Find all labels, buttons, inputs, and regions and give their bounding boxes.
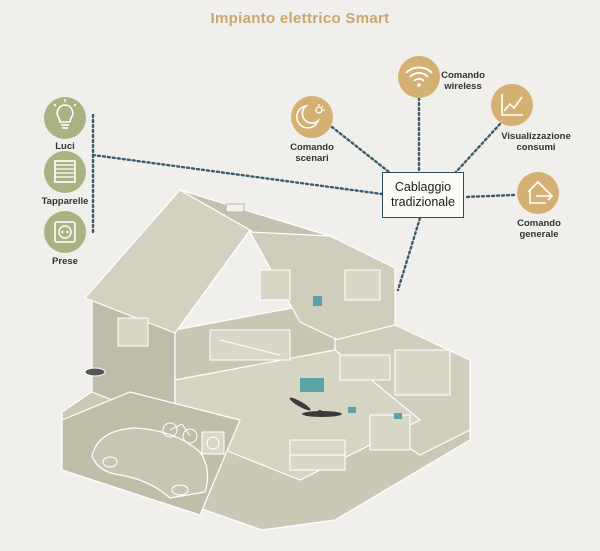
center-label: Cablaggio tradizionale xyxy=(391,180,455,209)
socket-icon xyxy=(44,211,86,253)
line-consumi xyxy=(454,122,502,174)
device-label-prese: Prese xyxy=(52,256,78,267)
moon-sun-icon xyxy=(291,96,333,138)
line-generale xyxy=(463,193,516,199)
shutter-icon xyxy=(44,151,86,193)
device-label-tapparelle: Tapparelle xyxy=(41,196,89,207)
center-box: Cablaggio tradizionale xyxy=(382,172,464,218)
lightbulb-icon xyxy=(44,97,86,139)
line-scenari xyxy=(330,125,391,174)
line-house xyxy=(396,216,422,292)
wifi-icon xyxy=(398,56,440,98)
line-devices-to-center xyxy=(91,153,384,196)
device-label-luci: Luci xyxy=(55,141,75,152)
house-arrow-icon xyxy=(517,172,559,214)
diagram-title: Impianto elettrico Smart xyxy=(210,10,390,27)
line-chart-icon xyxy=(491,84,533,126)
